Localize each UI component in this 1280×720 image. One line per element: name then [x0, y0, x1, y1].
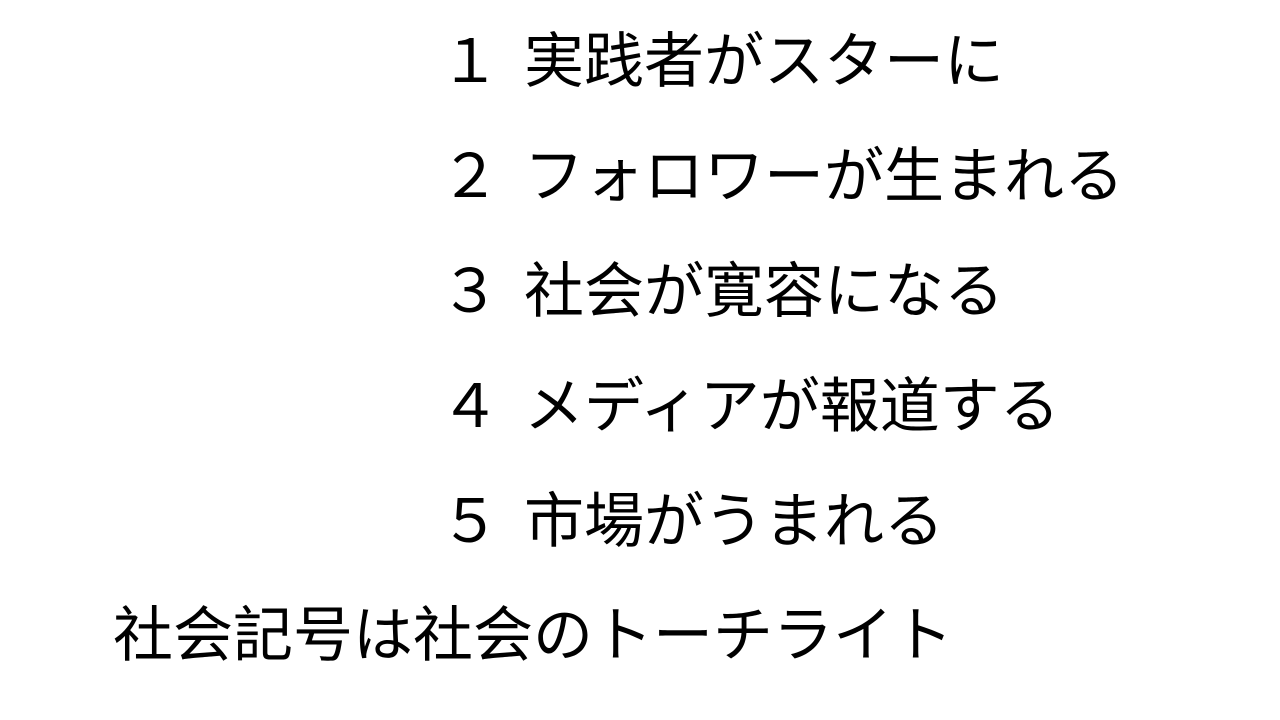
numbered-list: １ 実践者がスターに ２ フォロワーが生まれる ３ 社会が寛容になる ４ メディ… — [440, 28, 1124, 603]
item-number: １ — [440, 27, 500, 97]
list-item: ５ 市場がうまれる — [440, 488, 1124, 603]
item-text: 市場がうまれる — [524, 487, 944, 557]
item-text: 実践者がスターに — [524, 27, 1004, 97]
item-number: ２ — [440, 142, 500, 212]
item-text: メディアが報道する — [524, 372, 1060, 442]
footer-statement: 社会記号は社会のトーチライト — [113, 601, 953, 671]
item-number: ４ — [440, 372, 500, 442]
list-item: ２ フォロワーが生まれる — [440, 143, 1124, 258]
item-number: ３ — [440, 257, 500, 327]
item-text: 社会が寛容になる — [524, 257, 1004, 327]
list-item: ３ 社会が寛容になる — [440, 258, 1124, 373]
list-item: １ 実践者がスターに — [440, 28, 1124, 143]
item-text: フォロワーが生まれる — [524, 142, 1124, 212]
item-number: ５ — [440, 487, 500, 557]
list-item: ４ メディアが報道する — [440, 373, 1124, 488]
